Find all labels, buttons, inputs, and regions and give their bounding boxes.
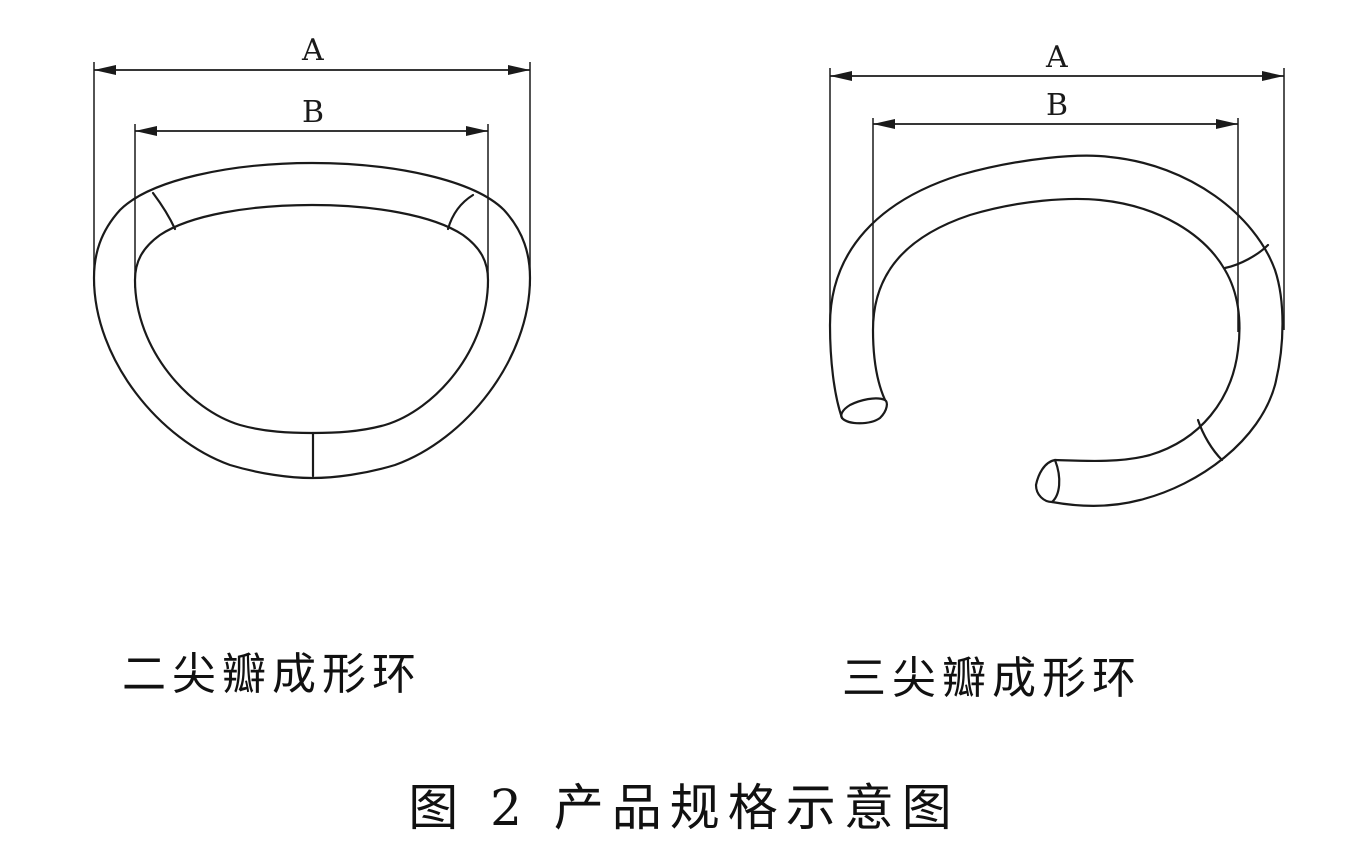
tricuspid-dim-a-arrow-right	[1262, 71, 1284, 81]
tricuspid-ring-segment-mark-right	[1223, 243, 1270, 270]
mitral-dim-b-arrow-left	[135, 126, 157, 136]
mitral-dim-b-label: B	[302, 95, 324, 130]
tricuspid-ring-caption: 三尖瓣成形环	[842, 653, 1142, 704]
mitral-ring-drawing: A B	[92, 33, 532, 480]
tricuspid-dim-b-arrow-left	[873, 119, 895, 129]
mitral-dim-a-arrow-right	[508, 65, 530, 75]
tricuspid-ring-drawing: A B	[828, 40, 1285, 507]
tricuspid-ring-outer-contour	[828, 154, 1284, 507]
tricuspid-ring-segment-mark-lower	[1196, 418, 1224, 462]
tricuspid-dim-a-label: A	[1045, 40, 1068, 75]
tricuspid-dim-a-arrow-left	[830, 71, 852, 81]
mitral-ring-segment-mark-left	[151, 191, 177, 231]
tricuspid-dim-b-arrow-right	[1216, 119, 1238, 129]
mitral-ring-caption: 二尖瓣成形环	[122, 649, 422, 700]
mitral-ring-segment-mark-right	[446, 193, 475, 231]
figure-title: 图 2 产品规格示意图	[408, 779, 960, 837]
mitral-dim-a-arrow-left	[94, 65, 116, 75]
mitral-ring-outer-contour	[92, 161, 532, 480]
mitral-ring-inner-contour	[133, 203, 490, 435]
mitral-dim-a-label: A	[301, 33, 324, 68]
tricuspid-ring-inner-contour	[871, 197, 1241, 463]
tricuspid-ring-left-end-cap	[840, 397, 888, 425]
mitral-dim-b-arrow-right	[466, 126, 488, 136]
tricuspid-dim-b-label: B	[1046, 88, 1068, 123]
tricuspid-ring-bottom-end-cap	[1034, 458, 1061, 504]
